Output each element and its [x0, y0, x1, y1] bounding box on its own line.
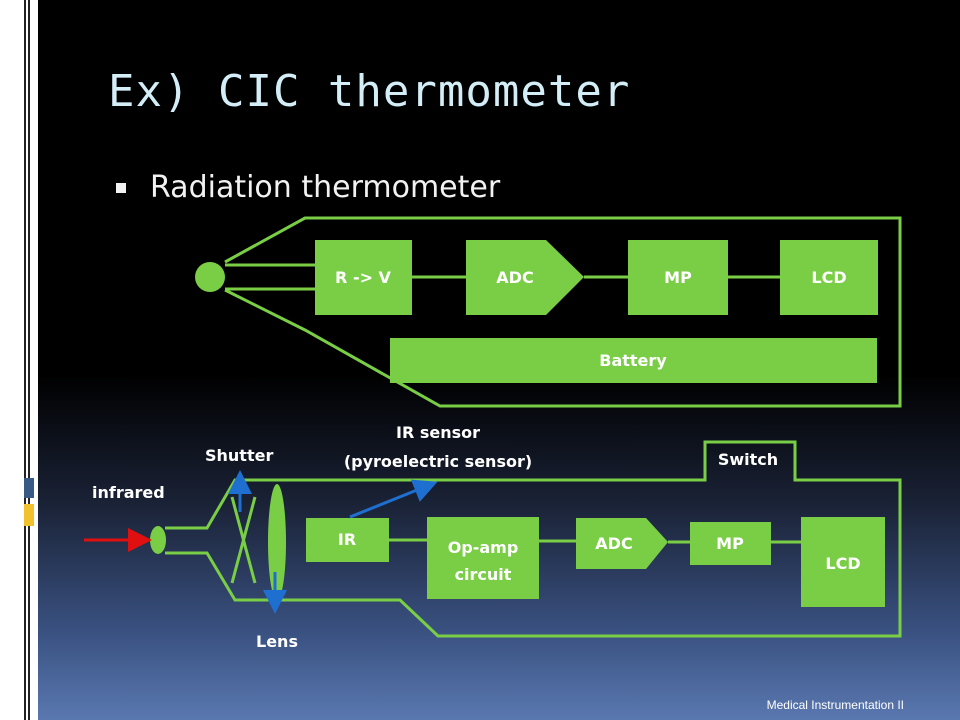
- diagram2-ir-sensor-arrow: [349, 479, 438, 519]
- diagram2-housing-outline: [165, 440, 902, 638]
- diagram2-block-ir: [306, 518, 389, 562]
- slide-left-bar: [0, 0, 38, 720]
- diagram1-block-mp-label: MP: [664, 268, 692, 287]
- diagram1-battery-label: Battery: [599, 351, 667, 370]
- diagram2-block-opamp-label-line1: Op-amp: [448, 538, 519, 557]
- slide-footer: Medical Instrumentation II: [766, 698, 904, 712]
- diagram2-infrared-label: infrared: [92, 483, 165, 502]
- diagram2: IR Op-amp circuit ADC MP LCD infrared Sh…: [84, 423, 902, 651]
- diagram1-block-rv-label: R -> V: [335, 268, 392, 287]
- diagram1-thin-line: [224, 217, 306, 263]
- diagram2-ir-sensor-label-line1: IR sensor: [396, 423, 480, 442]
- diagram2-lens: [268, 484, 286, 600]
- diagram2-block-mp: [690, 522, 771, 565]
- diagram2-block-adc-label: ADC: [595, 534, 632, 553]
- diagram1-block-adc-label: ADC: [496, 268, 533, 287]
- diagram2-block-adc: [576, 518, 668, 569]
- diagram2-aperture: [150, 526, 166, 554]
- diagram2-block-opamp: [427, 517, 539, 599]
- diagram2-shutter-label: Shutter: [205, 446, 273, 465]
- diagram1-battery: [390, 338, 877, 383]
- diagram2-block-ir-label: IR: [338, 530, 356, 549]
- diagram1-sensor-tip: [195, 262, 225, 292]
- bullet-text: Radiation thermometer: [150, 170, 501, 205]
- slide-title: Ex) CIC thermometer: [108, 66, 631, 117]
- diagram2-ir-sensor-label-line2: (pyroelectric sensor): [344, 452, 532, 471]
- left-edge-decoration: [24, 0, 34, 720]
- diagram1: R -> V ADC MP LCD Battery: [195, 216, 902, 408]
- diagram2-block-lcd: [801, 517, 885, 607]
- diagram2-block-opamp-label-line2: circuit: [455, 565, 512, 584]
- diagram2-shutter-blade-2: [230, 496, 257, 584]
- diagram1-block-rv: [315, 240, 412, 315]
- bullet-item: Radiation thermometer: [116, 170, 500, 205]
- diagram1-block-adc: [466, 240, 584, 315]
- diagram1-block-mp: [628, 240, 728, 315]
- diagram2-lens-label: Lens: [256, 632, 298, 651]
- diagram2-block-lcd-label: LCD: [825, 554, 860, 573]
- diagram1-block-lcd-label: LCD: [811, 268, 846, 287]
- bullet-square-icon: [116, 182, 126, 193]
- diagram1-block-lcd: [780, 240, 878, 315]
- diagram2-switch-label: Switch: [718, 450, 778, 469]
- diagram2-block-mp-label: MP: [716, 534, 744, 553]
